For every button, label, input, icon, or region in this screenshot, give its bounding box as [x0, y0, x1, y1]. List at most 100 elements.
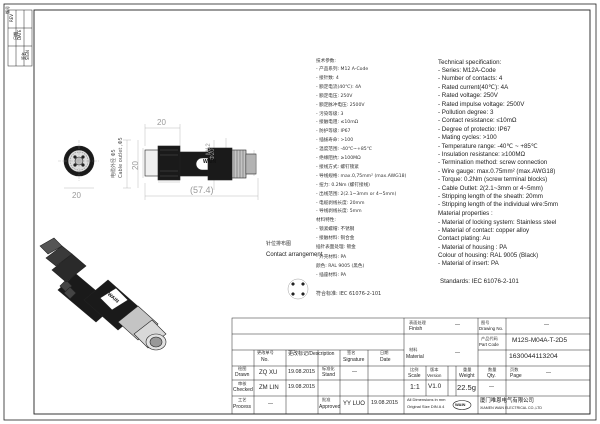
drawn-label-cn: 绘图	[238, 366, 247, 371]
spec-line: - 导线剥线长度: 5mm	[316, 209, 362, 215]
dims-note-2: Original Size DIN A 4	[407, 404, 445, 409]
spec-line: - Number of contacts: 4	[438, 75, 503, 83]
weight-label-en: Weight	[459, 373, 475, 379]
contact-arrangement-diagram	[287, 278, 309, 300]
signature-label-cn: 签名	[347, 350, 356, 355]
date-label-en: DATE	[17, 29, 22, 40]
spec-line: - Mating cycles: >100	[438, 134, 497, 142]
drawn-label-en: Drawn	[235, 372, 250, 378]
date-label-cn: 日期	[380, 350, 389, 355]
part-code-label-cn: 产品代码	[481, 336, 498, 341]
scale-label-cn: 比例	[410, 367, 419, 372]
company-name-en: XIAMEN WAIN ELECTRICAL CO.,LTD	[480, 406, 542, 410]
approved-name: YY LUO	[343, 401, 365, 407]
spec-line: - Pollution degree: 3	[438, 109, 494, 116]
checked-date: 19.08.2015	[288, 384, 315, 390]
version-label-cn: 版本	[430, 367, 439, 372]
spec-line: - 产品系列: M12 A-Code	[316, 67, 369, 72]
standard-label-en: Stand	[322, 372, 336, 378]
standard-label-cn: 标准化	[322, 366, 335, 371]
sheet-label-en: Page	[510, 373, 522, 379]
material-value: —	[455, 350, 460, 356]
specs-cn-title: 技术参数:	[316, 59, 336, 64]
spec-line: - 扭力: 0.2Nm (螺钉接线)	[316, 182, 370, 188]
checked-label-en: Checked	[233, 387, 253, 393]
drawn-date: 19.08.2015	[288, 369, 315, 375]
wain-logo-side: WAIN	[203, 159, 217, 165]
drawn-name: ZQ XU	[259, 370, 278, 376]
drawing-no-label-cn: 图号	[481, 320, 490, 325]
product-number-value: 1630044113204	[509, 353, 558, 360]
spec-line: - Rated voltage: 250V	[438, 92, 498, 100]
cable-outlet-label-en: Cable outlet ,Φ5	[118, 137, 124, 178]
spec-line: - 接线方式: 螺钉锁紧	[316, 164, 359, 170]
spec-line: - Cable Outlet: 2(2.1~3mm or 4~5mm)	[438, 184, 543, 192]
spec-line: - 接触电阻: ≤10mΩ	[316, 120, 359, 126]
checked-label-cn: 审核	[238, 381, 247, 386]
outer-border	[3, 3, 597, 421]
connector-isometric-view	[39, 237, 167, 351]
spec-line: - Temperature range: -40℃ ~ +85℃	[438, 142, 538, 150]
qty-label-en: Qty.	[487, 373, 496, 379]
spec-line: - 额定电压: 250V	[316, 93, 353, 99]
weight-value: 22.5g	[457, 383, 477, 392]
spec-line: - Termination method: screw connection	[438, 159, 548, 167]
title-block-grid	[231, 317, 591, 415]
spec-line: - Material of housing : PA	[438, 243, 508, 251]
spec-line: - Material of contact: copper alloy	[438, 227, 530, 235]
rev-label-en: REV	[9, 13, 14, 22]
spec-line: - Stripping length of the sheath: 20mm	[438, 193, 543, 200]
drawing-no-label-en: Drawing No.	[479, 326, 504, 331]
approved-date: 19.08.2015	[371, 400, 398, 406]
qty-value: —	[489, 384, 494, 390]
spec-line: - Degree of protectio: IP67	[438, 125, 511, 133]
specs-en-material-title: Material properties :	[438, 210, 493, 217]
spec-line: - 接触材料: 铜合金	[316, 236, 355, 242]
specs-cn-material-title: 材料特性:	[316, 218, 336, 223]
spec-line: - 插座材料: PA	[316, 273, 347, 278]
spec-line: - 外壳材料: PA	[316, 254, 347, 260]
spec-line: Colour of housing: RAL 9005 (Black)	[438, 251, 539, 259]
spec-line: - Torque: 0.2Nm (screw terminal blocks)	[438, 176, 548, 184]
qty-label-cn: 数量	[488, 367, 497, 372]
date-label-en: Date	[380, 357, 391, 363]
company-name-cn: 厦门唯恩电气有限公司	[480, 398, 534, 404]
specs-en-title: Technical specification:	[438, 59, 502, 66]
company-logo-text: WAIN	[455, 402, 466, 407]
material-label-cn: 材料	[409, 347, 418, 352]
process-label-en: Process	[233, 404, 252, 410]
spec-line: - 额定脉冲电压: 2500V	[316, 102, 365, 108]
contact-arrangement-title-en: Contact arrangement	[266, 252, 323, 258]
spec-line: - 绝缘阻抗: ≥100MΩ	[316, 156, 361, 161]
description-header: 更改标记/Description	[288, 351, 335, 357]
contact-arrangement-title-cn: 针位排布图	[266, 241, 292, 247]
spec-line: - 插拔寿命: >100	[316, 138, 354, 144]
approved-label-en: Approved	[319, 404, 341, 410]
rev-label: 版号	[5, 6, 10, 14]
dims-note-1: All Dimensions in mm	[407, 397, 446, 402]
dim-20-vertical: 20	[131, 161, 140, 170]
spec-line: - Material of insert: PA	[438, 260, 499, 267]
material-label-en: Material	[406, 354, 424, 360]
sheet-value: —	[546, 370, 551, 376]
spec-line: - 接针数: 4	[316, 75, 339, 81]
spec-line: - Series: M12A-Code	[438, 67, 496, 74]
revision-strip	[7, 9, 33, 67]
spec-line: - Contact resistance: ≤10mΩ	[438, 117, 517, 125]
connector-side-view	[144, 145, 257, 181]
title-block-logo	[452, 400, 472, 410]
spec-line: - 额定电流(40℃): 4A	[316, 84, 362, 90]
spec-line: - Insulation resistance: ≥100MΩ	[438, 151, 526, 158]
spec-line: 颜色: RAL 9005 (黑色)	[316, 263, 365, 269]
spec-line: - Rated current(40℃): 4A	[438, 83, 509, 91]
signature-label-en: Signature	[343, 357, 365, 363]
change-no-label: 更改单号	[257, 350, 274, 355]
spec-line: - 导线规格: max.0,75mm² (max.AWG18)	[316, 173, 407, 179]
spec-line: - 污染等级: 3	[316, 111, 344, 117]
spec-line: - 电缆剥线长度: 20mm	[316, 200, 365, 206]
spec-line: - 出线范围: 2(2.1~3mm or 4~5mm)	[316, 191, 397, 197]
finish-value: —	[455, 322, 460, 328]
specs-en-standard: Standards: IEC 61076-2-101	[440, 278, 519, 285]
